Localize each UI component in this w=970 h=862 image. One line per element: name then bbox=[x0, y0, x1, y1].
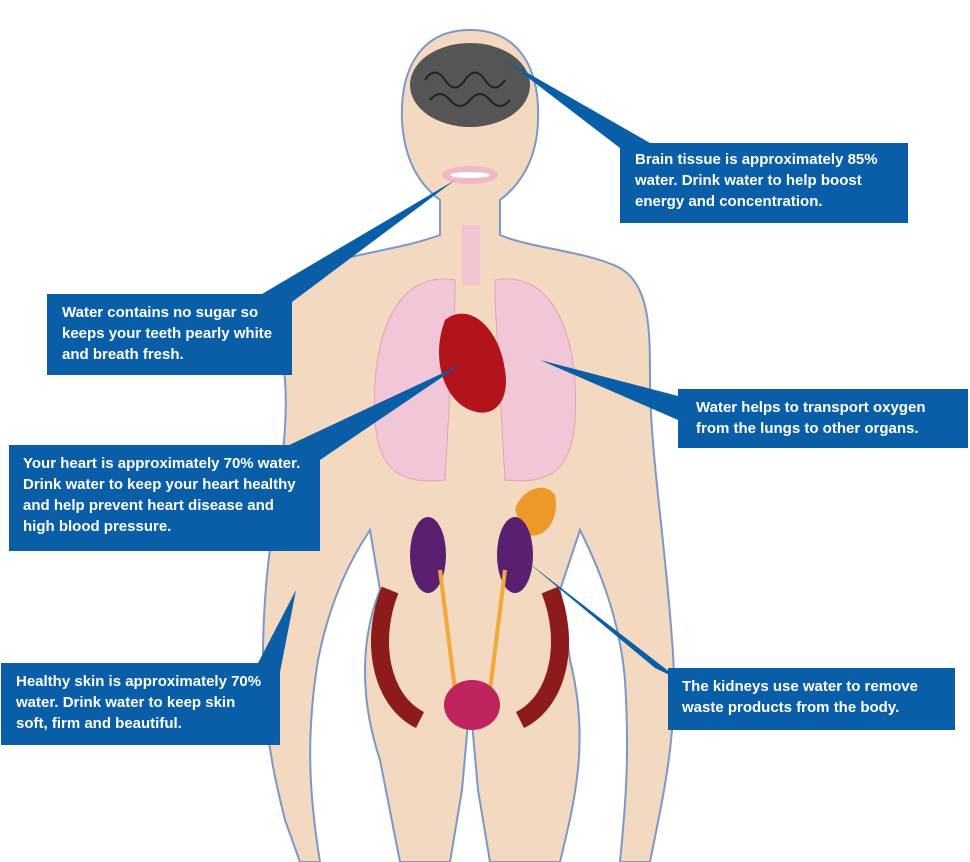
brain bbox=[410, 43, 530, 127]
lungs-pointer bbox=[540, 360, 678, 420]
trachea bbox=[462, 225, 480, 285]
intestines bbox=[371, 586, 569, 729]
kidneys-callout: The kidneys use water to remove waste pr… bbox=[668, 668, 955, 730]
heart-callout: Your heart is approximately 70% water. D… bbox=[9, 445, 320, 551]
bladder bbox=[444, 680, 500, 730]
lung-right bbox=[494, 278, 577, 482]
brain-pointer bbox=[505, 60, 650, 148]
callout-pointers bbox=[258, 60, 680, 680]
skin-pointer bbox=[258, 590, 296, 672]
teeth-callout: Water contains no sugar so keeps your te… bbox=[47, 294, 292, 375]
kidney-left bbox=[410, 517, 446, 593]
teeth-pointer bbox=[262, 180, 455, 302]
heart bbox=[439, 313, 506, 413]
ureters bbox=[438, 569, 507, 691]
teeth bbox=[450, 172, 490, 178]
heart-pointer bbox=[285, 365, 460, 460]
brain-callout: Brain tissue is approximately 85% water.… bbox=[620, 143, 908, 223]
kidneys-pointer bbox=[525, 560, 680, 680]
lungs-callout: Water helps to transport oxygen from the… bbox=[678, 389, 968, 448]
skin-callout: Healthy skin is approximately 70% water.… bbox=[1, 663, 280, 745]
brain-folds bbox=[424, 71, 511, 107]
